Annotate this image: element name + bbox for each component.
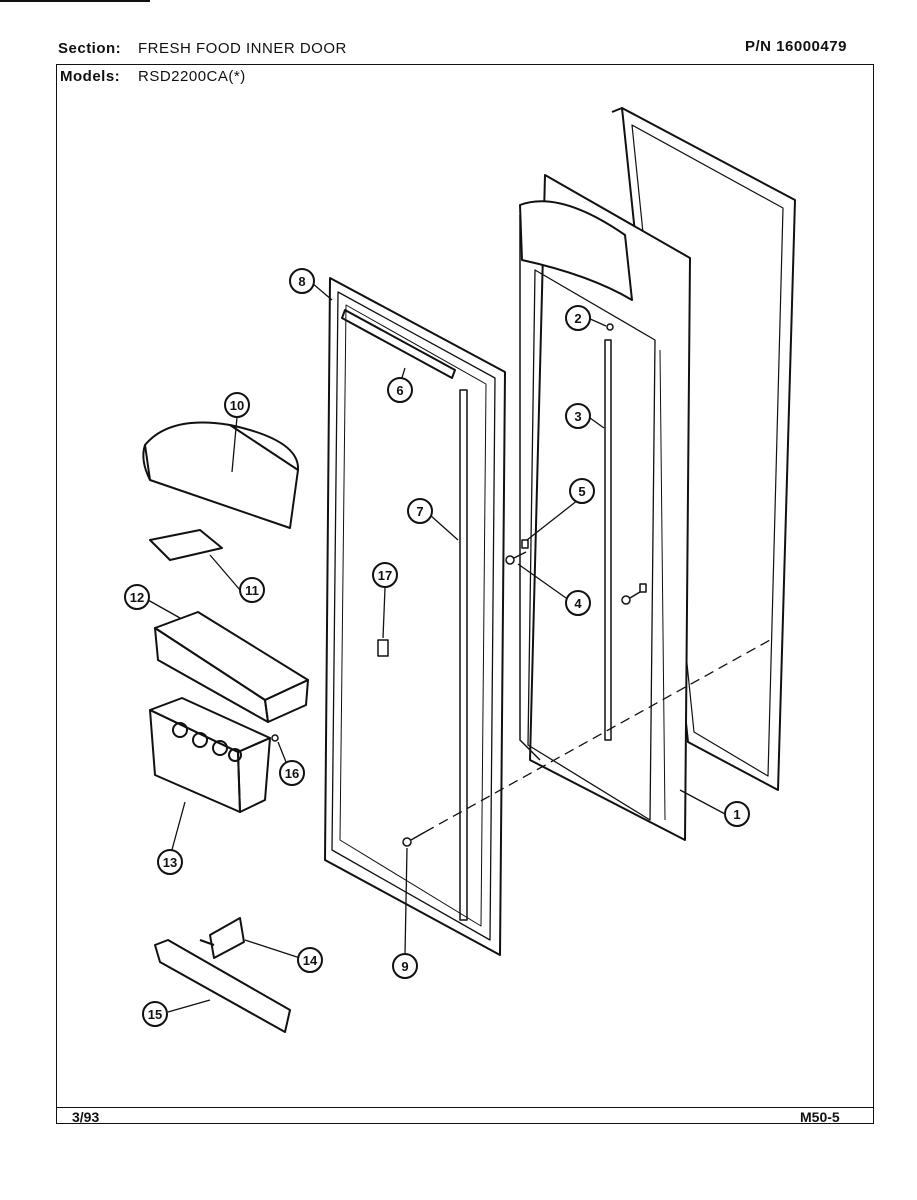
svg-text:13: 13 (163, 855, 177, 870)
egg-bin (149, 697, 271, 813)
svg-text:10: 10 (230, 398, 244, 413)
models-label: Models: (60, 68, 121, 85)
callout-14: 14 (297, 947, 323, 973)
callout-10: 10 (224, 392, 250, 418)
svg-text:17: 17 (378, 568, 392, 583)
callout-15: 15 (142, 1001, 168, 1027)
leader-lines (147, 282, 726, 1013)
inner-door-liner (519, 174, 691, 841)
svg-text:8: 8 (298, 274, 305, 289)
callout-9: 9 (392, 953, 418, 979)
part-number: P/N 16000479 (745, 38, 847, 55)
dairy-tray (149, 529, 223, 561)
svg-text:5: 5 (578, 484, 585, 499)
footer-page-code: M50-5 (800, 1109, 840, 1125)
callout-2: 2 (565, 305, 591, 331)
callout-13: 13 (157, 849, 183, 875)
svg-text:11: 11 (245, 583, 259, 598)
callout-16: 16 (279, 760, 305, 786)
callout-1: 1 (724, 801, 750, 827)
svg-text:9: 9 (401, 959, 408, 974)
callout-6: 6 (387, 377, 413, 403)
models-value: RSD2200CA(*) (138, 68, 246, 85)
svg-text:7: 7 (416, 504, 423, 519)
breaker-strip-side (459, 389, 468, 921)
svg-text:4: 4 (574, 596, 582, 611)
top-edge-rule (0, 0, 150, 2)
svg-text:3: 3 (574, 409, 581, 424)
svg-text:16: 16 (285, 766, 299, 781)
footer-rule (56, 1107, 874, 1108)
door-shelf-bin (154, 611, 309, 723)
svg-text:12: 12 (130, 590, 144, 605)
callout-5: 5 (569, 478, 595, 504)
clip-part (377, 639, 389, 657)
svg-text:15: 15 (148, 1007, 162, 1022)
footer-date: 3/93 (72, 1109, 100, 1125)
callout-8: 8 (289, 268, 315, 294)
liner-strip (604, 339, 612, 741)
callout-7: 7 (407, 498, 433, 524)
door-gasket (324, 277, 506, 956)
callout-12: 12 (124, 584, 150, 610)
section-label: Section: (58, 40, 122, 57)
svg-text:2: 2 (574, 311, 581, 326)
svg-text:6: 6 (396, 383, 403, 398)
callout-4: 4 (565, 590, 591, 616)
dairy-door (142, 421, 300, 529)
drawing-frame (56, 64, 874, 1124)
callout-11: 11 (239, 577, 265, 603)
callout-3: 3 (565, 403, 591, 429)
screw-set (271, 323, 647, 847)
svg-text:14: 14 (303, 953, 318, 968)
svg-text:1: 1 (733, 807, 740, 822)
breaker-strip-top (341, 309, 456, 379)
callout-17: 17 (372, 562, 398, 588)
shelf-bracket (199, 917, 245, 959)
section-title: FRESH FOOD INNER DOOR (138, 40, 347, 57)
bottom-trim-bar (154, 939, 291, 1033)
